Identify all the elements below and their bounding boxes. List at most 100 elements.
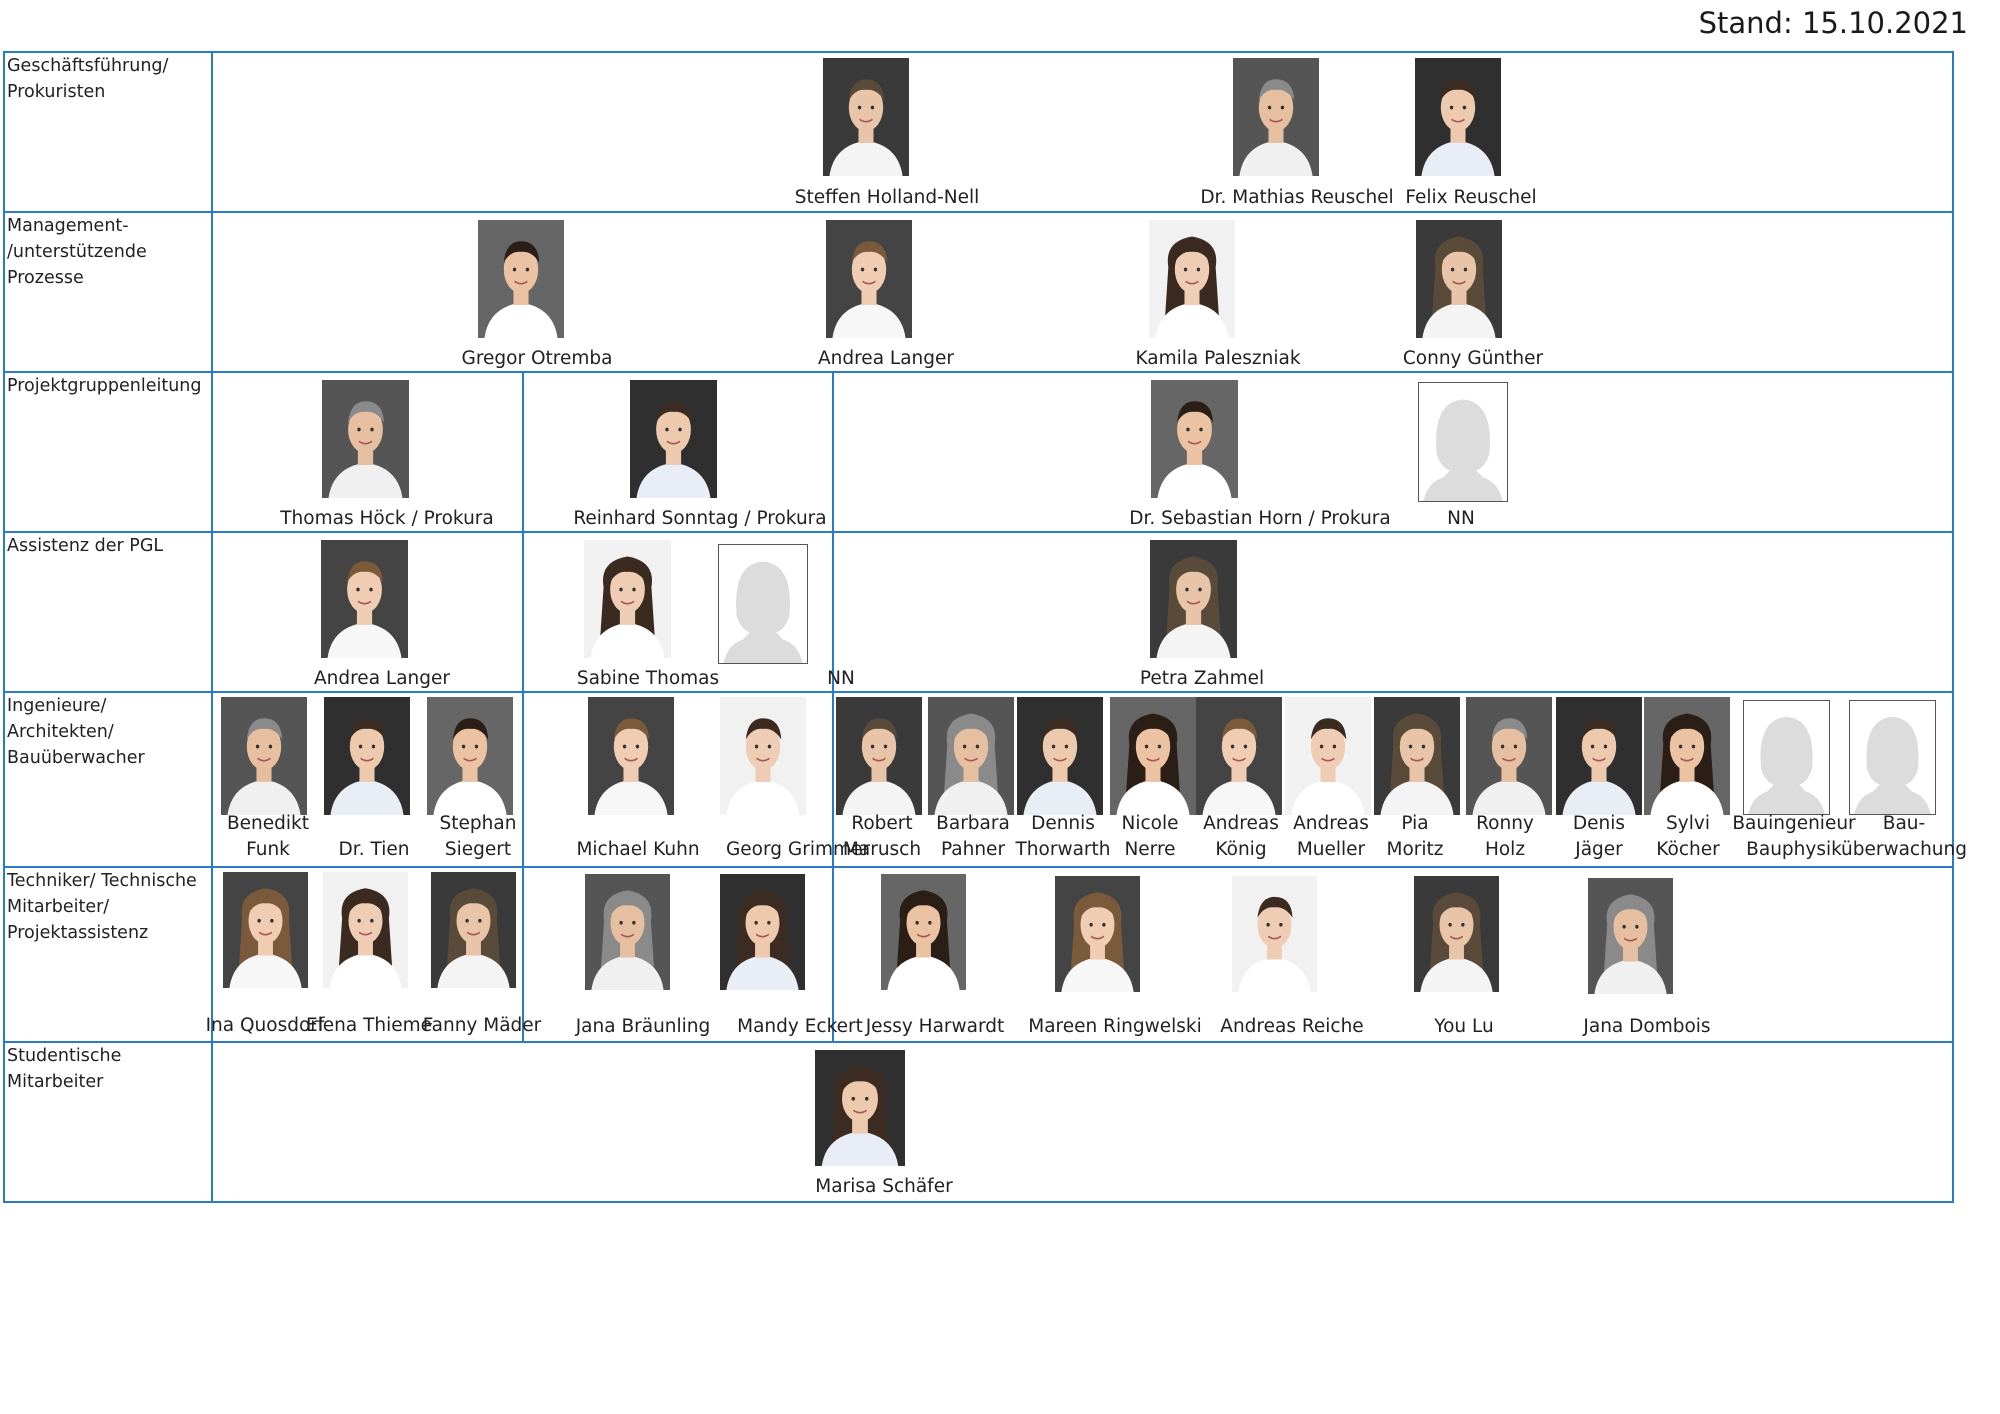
portrait-photo <box>1055 876 1140 992</box>
person-name: Petra Zahmel <box>1139 668 1265 689</box>
portrait-photo <box>1416 220 1502 338</box>
person-name: Bauingenieur <box>1732 813 1856 834</box>
portrait-photo <box>1150 540 1237 658</box>
portrait-photo <box>1466 697 1552 815</box>
portrait-photo <box>1374 697 1460 815</box>
person-name: Michael Kuhn <box>576 839 700 860</box>
placeholder-avatar-icon <box>1743 700 1830 815</box>
person-name: Georg Grimmer <box>725 839 871 860</box>
portrait-photo <box>323 872 408 988</box>
portrait-photo <box>823 58 909 176</box>
person-name: Mareen Ringwelski <box>1028 1016 1202 1037</box>
person-name: Thomas Höck / Prokura <box>280 508 494 529</box>
portrait-photo <box>585 874 670 990</box>
portrait-photo <box>630 380 717 498</box>
person-name: Andrea Langer <box>313 668 451 689</box>
portrait-photo <box>431 872 516 988</box>
portrait-photo <box>221 697 307 815</box>
person-name: Stephan <box>439 813 517 834</box>
placeholder-avatar-icon <box>1849 700 1936 815</box>
portrait-photo <box>321 540 408 658</box>
portrait-photo <box>324 697 410 815</box>
person-name: Andrea Langer <box>817 348 955 369</box>
person-name: Kamila Paleszniak <box>1135 348 1301 369</box>
portrait-photo <box>720 874 805 990</box>
portrait-photo <box>1196 697 1282 815</box>
person-name: Dr. Tien <box>338 839 410 860</box>
person-name: Steffen Holland-Nell <box>794 187 980 208</box>
placeholder-avatar-icon <box>718 544 808 664</box>
person-name-line2: Mueller <box>1296 839 1366 860</box>
row-label: Assistenz der PGL <box>7 536 164 556</box>
person-name: Fanny Mäder <box>422 1015 542 1036</box>
row-divider <box>3 211 1954 213</box>
person-name: Sylvi <box>1666 813 1710 834</box>
row-divider <box>3 866 1954 868</box>
portrait-photo <box>1414 876 1499 992</box>
portrait-photo <box>1233 58 1319 176</box>
person-name-line2: Jäger <box>1575 839 1623 860</box>
row-label: Techniker/ Technische Mitarbeiter/ Proje… <box>7 871 197 943</box>
portrait-photo <box>1588 878 1673 994</box>
person-name: Nicole <box>1121 813 1179 834</box>
column-divider <box>211 51 213 1203</box>
portrait-photo <box>322 380 409 498</box>
portrait-photo <box>478 220 564 338</box>
person-name: Andreas Reiche <box>1220 1016 1364 1037</box>
row-divider <box>3 531 1954 533</box>
person-name: Marisa Schäfer <box>815 1176 953 1197</box>
person-name-line2: überwachung <box>1840 839 1968 860</box>
person-name-line2: Thorwarth <box>1015 839 1111 860</box>
portrait-photo <box>1644 697 1730 815</box>
person-name: Jessy Harwardt <box>865 1016 1005 1037</box>
portrait-photo <box>588 697 674 815</box>
person-name: Gregor Otremba <box>461 348 613 369</box>
portrait-photo <box>584 540 671 658</box>
person-name-line2: Moritz <box>1386 839 1444 860</box>
row-divider <box>3 371 1954 373</box>
row-label: Ingenieure/ Architekten/ Bauüberwacher <box>7 696 145 768</box>
column-divider <box>832 371 834 1041</box>
person-name-line2: Funk <box>246 839 290 860</box>
portrait-photo <box>223 872 308 988</box>
person-name: NN <box>1447 508 1475 529</box>
person-name: Jana Dombois <box>1583 1016 1711 1037</box>
row-divider <box>3 691 1954 693</box>
person-name-line2: Holz <box>1484 839 1526 860</box>
person-name-line2: Bauphysik <box>1746 839 1842 860</box>
person-name: Conny Günther <box>1402 348 1544 369</box>
portrait-photo <box>836 697 922 815</box>
person-name-line2: Marusch <box>842 839 922 860</box>
person-name: Elena Thieme <box>305 1015 433 1036</box>
row-label: Management- /unterstützende Prozesse <box>7 216 147 288</box>
portrait-photo <box>1285 697 1371 815</box>
person-name: Ronny <box>1476 813 1534 834</box>
person-name: You Lu <box>1434 1016 1494 1037</box>
person-name: Pia <box>1401 813 1429 834</box>
person-name: Mandy Eckert <box>737 1016 863 1037</box>
portrait-photo <box>1232 876 1317 992</box>
org-chart-grid <box>3 51 1954 1203</box>
portrait-photo <box>1556 697 1642 815</box>
person-name: NN <box>827 668 855 689</box>
person-name: Andreas <box>1293 813 1369 834</box>
portrait-photo <box>427 697 513 815</box>
person-name: Reinhard Sonntag / Prokura <box>573 508 827 529</box>
portrait-photo <box>826 220 912 338</box>
portrait-photo <box>720 697 806 815</box>
person-name: Felix Reuschel <box>1405 187 1537 208</box>
row-label: Projektgruppenleitung <box>7 376 202 396</box>
person-name-line2: Köcher <box>1656 839 1720 860</box>
person-name: Jana Bräunling <box>575 1016 711 1037</box>
person-name: Dr. Sebastian Horn / Prokura <box>1129 508 1391 529</box>
portrait-photo <box>1110 697 1196 815</box>
person-name: Robert <box>851 813 913 834</box>
portrait-photo <box>1149 220 1235 338</box>
portrait-photo <box>815 1050 905 1166</box>
person-name: Bau- <box>1882 813 1926 834</box>
row-divider <box>3 1041 1954 1043</box>
row-label: Studentische Mitarbeiter <box>7 1046 122 1092</box>
person-name: Barbara <box>936 813 1010 834</box>
person-name: Sabine Thomas <box>576 668 720 689</box>
person-name-line2: Nerre <box>1124 839 1176 860</box>
